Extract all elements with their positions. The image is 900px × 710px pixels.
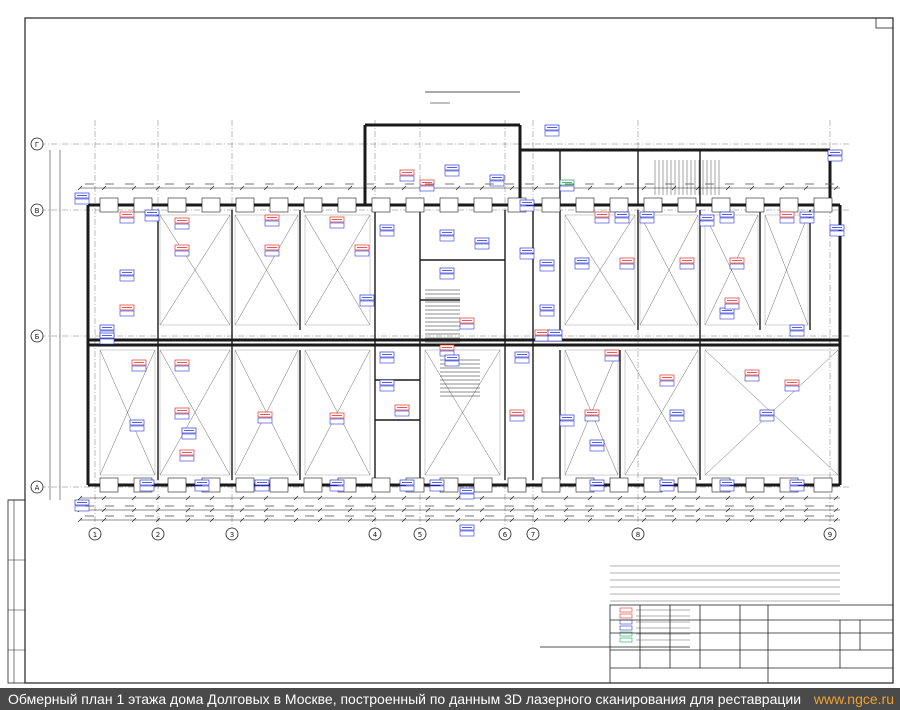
axis-label-x: 8 — [636, 531, 640, 539]
axis-label-x: 6 — [503, 531, 508, 539]
plan-lines: 1 2 3 4 5 6 7 8 9 А Б В Г — [30, 91, 850, 648]
axis-label-y: В — [35, 207, 40, 215]
site-link[interactable]: www.ngce.ru — [813, 691, 894, 707]
axis-label-x: 3 — [230, 531, 234, 539]
axis-label-y: Б — [35, 333, 40, 341]
axis-label-x: 7 — [531, 531, 535, 539]
axis-label-x: 5 — [418, 531, 422, 539]
axis-label-x: 2 — [156, 531, 160, 539]
caption-text: Обмерный план 1 этажа дома Долговых в Мо… — [8, 691, 802, 707]
floor-plan-drawing: 1 2 3 4 5 6 7 8 9 А Б В Г — [7, 17, 894, 684]
axis-label-x: 4 — [373, 531, 378, 539]
axis-label-x: 9 — [828, 531, 832, 539]
caption-bar: Обмерный план 1 этажа дома Долговых в Мо… — [0, 688, 900, 710]
axis-label-y: А — [35, 484, 40, 492]
axis-label-x: 1 — [93, 531, 97, 539]
axis-label-y: Г — [35, 141, 39, 149]
title-block — [609, 604, 894, 684]
